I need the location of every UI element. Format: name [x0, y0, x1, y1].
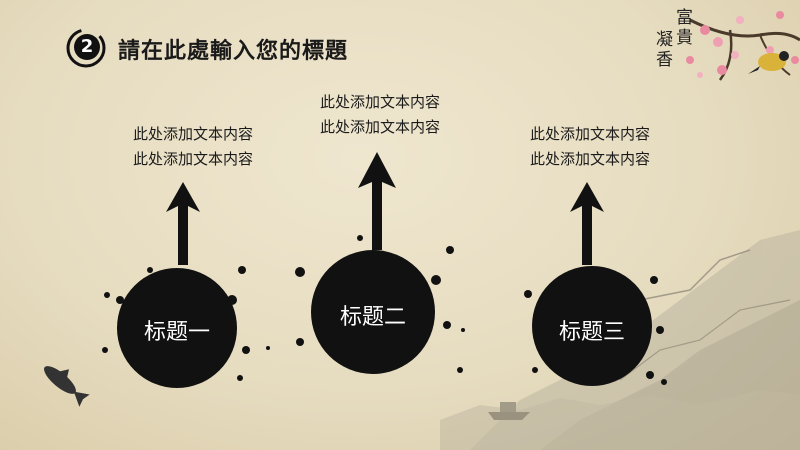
item-3-text-line-2: 此处添加文本内容 [529, 150, 650, 168]
item-2-label[interactable]: 标题二 [339, 305, 406, 330]
ink-blot-1 [102, 266, 270, 388]
item-1-label[interactable]: 标题一 [143, 320, 210, 345]
arrow-up-icon-2 [358, 152, 396, 250]
item-2-text-line-1: 此处添加文本内容 [319, 93, 440, 111]
item-2-text-line-2: 此处添加文本内容 [319, 118, 440, 136]
item-1-text-line-1: 此处添加文本内容 [132, 125, 253, 143]
item-2-description[interactable]: 此处添加文本内容 此处添加文本内容 [290, 90, 470, 140]
item-3-label[interactable]: 标题三 [558, 320, 625, 345]
koi-fish-icon [44, 366, 90, 407]
ink-blot-2 [295, 235, 465, 374]
plum-blossom-branch-icon [686, 11, 800, 81]
slide-title[interactable]: 請在此處輸入您的標題 [118, 39, 349, 64]
section-badge-ring [66, 28, 106, 68]
poem-column-1: 富貴 [676, 8, 693, 48]
arrow-up-icon-3 [570, 182, 604, 265]
item-3-text-line-1: 此处添加文本内容 [529, 125, 650, 143]
ink-blot-3 [524, 266, 667, 386]
item-1-description[interactable]: 此处添加文本内容 此处添加文本内容 [103, 122, 283, 172]
item-1-text-line-2: 此处添加文本内容 [132, 150, 253, 168]
poem-column-2: 凝香 [656, 30, 673, 70]
arrow-up-icon-1 [166, 182, 200, 265]
item-3-description[interactable]: 此处添加文本内容 此处添加文本内容 [500, 122, 680, 172]
oriole-bird-icon [758, 53, 786, 71]
section-number-badge: 2 [74, 34, 100, 60]
